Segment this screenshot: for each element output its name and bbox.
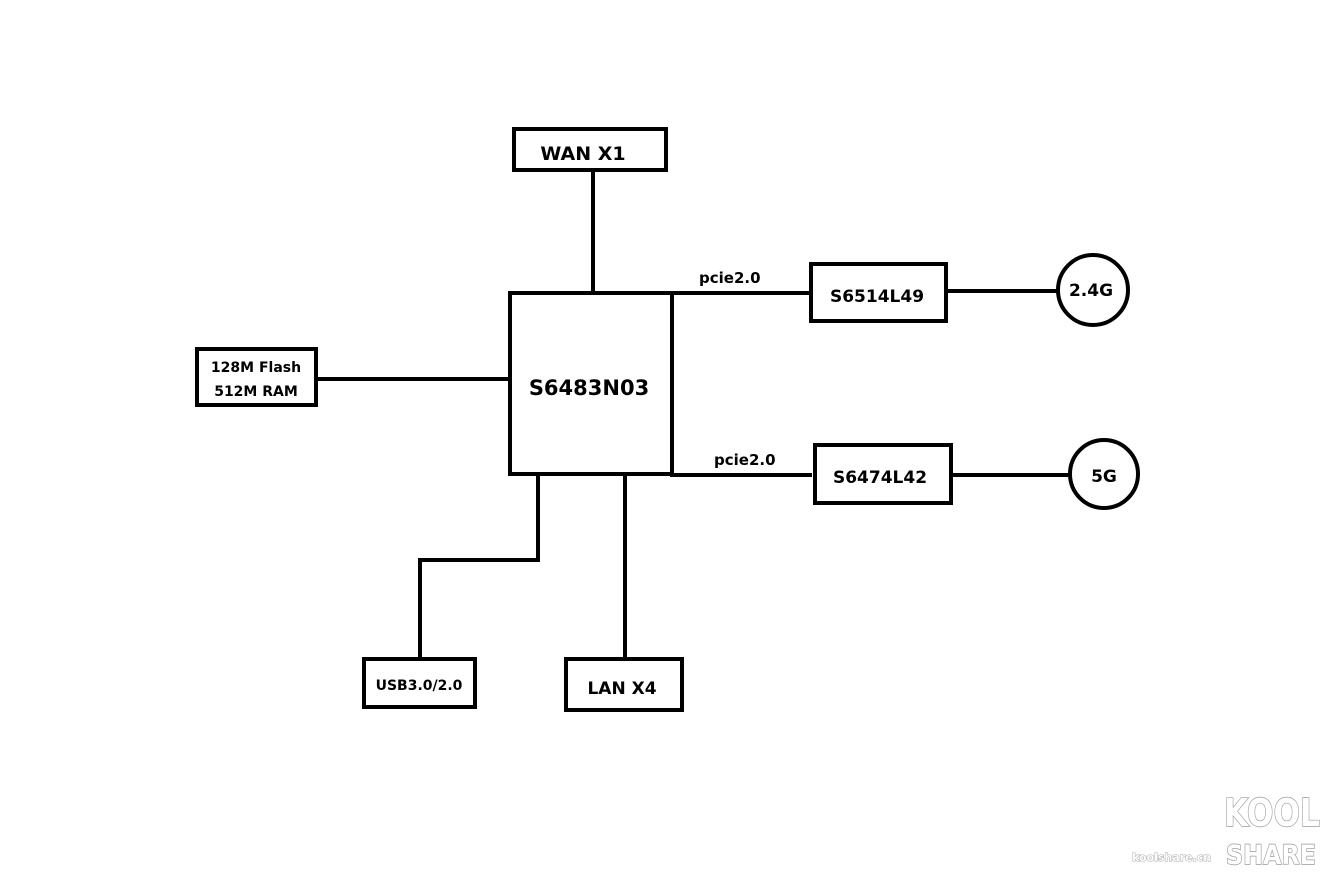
wan-box: [512, 127, 668, 172]
lan-label: LAN X4: [587, 679, 656, 699]
band-5-label: 5G: [1091, 467, 1117, 487]
band-24-circle: [1056, 253, 1130, 327]
chip24-label: S6514L49: [830, 287, 924, 307]
koolshare-watermark: KOOL SHARE koolshare.cn: [1132, 790, 1321, 871]
usb-label: USB3.0/2.0: [376, 678, 463, 694]
memory-ram-label: 512M RAM: [214, 384, 298, 400]
band-5-circle: [1068, 438, 1140, 510]
chip24-box: [809, 262, 948, 323]
wan-label: WAN X1: [540, 143, 625, 165]
pcie-label-24: pcie2.0: [699, 269, 761, 287]
pcie-label-5: pcie2.0: [714, 451, 776, 469]
chip5-label: S6474L42: [833, 468, 927, 488]
soc-label: S6483N03: [529, 376, 649, 400]
chip5-box: [813, 443, 953, 505]
watermark-domain: koolshare.cn: [1132, 851, 1211, 864]
memory-flash-label: 128M Flash: [211, 360, 301, 376]
lan-box: [564, 657, 684, 712]
pcie-bus-line: [670, 291, 812, 477]
band-24-label: 2.4G: [1069, 281, 1113, 301]
usb-connector: [418, 475, 540, 659]
watermark-line1: KOOL: [1224, 791, 1320, 835]
usb-box: [362, 657, 477, 709]
soc-box: [508, 291, 674, 476]
watermark-line2: SHARE: [1226, 840, 1316, 871]
memory-box: [195, 347, 318, 407]
